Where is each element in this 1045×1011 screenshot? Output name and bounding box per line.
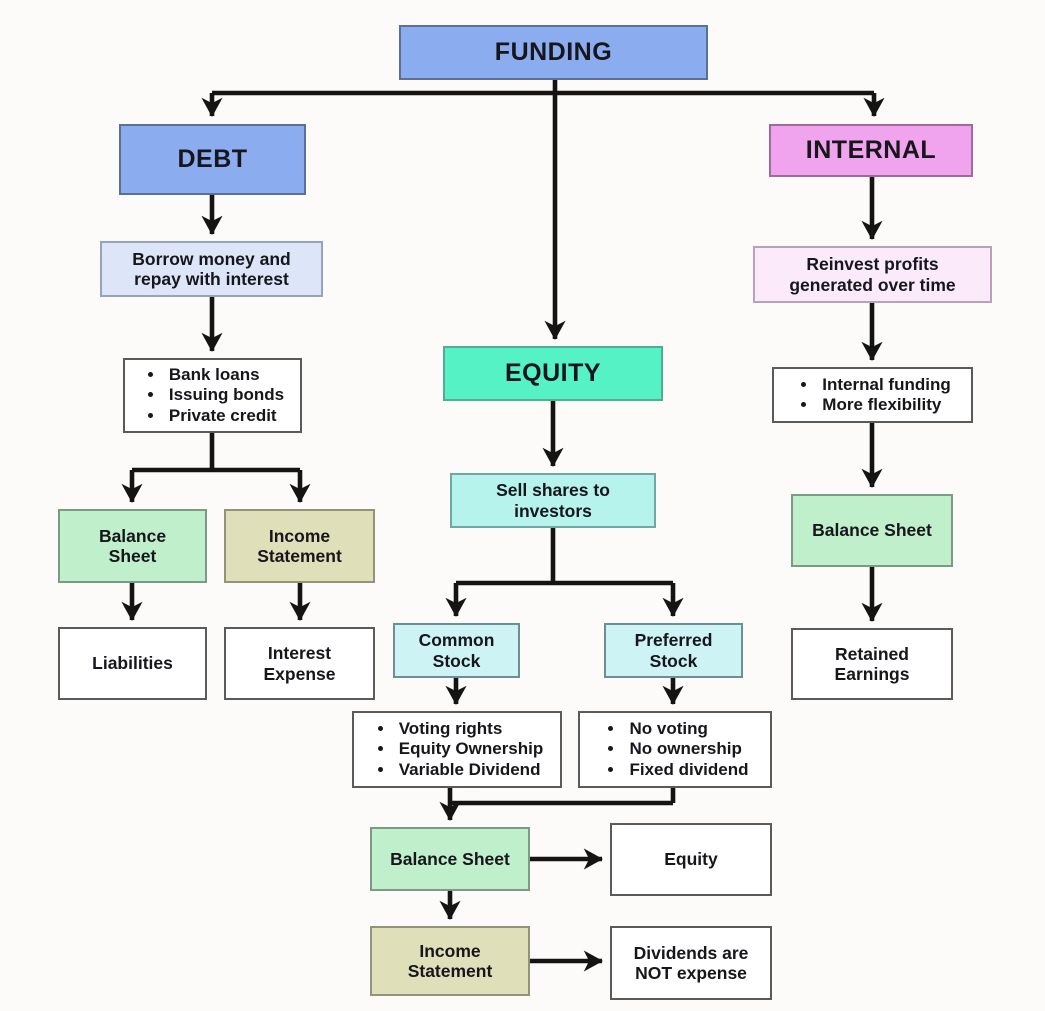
node-equity-result: Equity xyxy=(610,823,772,896)
common-feature-item: Equity Ownership xyxy=(395,739,544,759)
node-internal-features: Internal funding More flexibility xyxy=(772,367,973,423)
debt-feature-item: Private credit xyxy=(165,406,284,426)
internal-feature-item: More flexibility xyxy=(818,395,950,415)
node-debt-features: Bank loans Issuing bonds Private credit xyxy=(123,358,302,433)
node-dividends-note: Dividends are NOT expense xyxy=(610,926,772,1000)
internal-feature-item: Internal funding xyxy=(818,375,950,395)
node-equity-description: Sell shares to investors xyxy=(450,473,656,528)
node-interest-expense: Interest Expense xyxy=(224,627,375,700)
node-balance-sheet-equity: Balance Sheet xyxy=(370,827,530,891)
node-internal-description: Reinvest profits generated over time xyxy=(753,246,992,303)
common-feature-item: Variable Dividend xyxy=(395,760,544,780)
node-income-statement-equity: Income Statement xyxy=(370,926,530,996)
debt-feature-item: Issuing bonds xyxy=(165,385,284,405)
preferred-feature-item: No ownership xyxy=(625,739,748,759)
node-common-stock-features: Voting rights Equity Ownership Variable … xyxy=(352,711,562,788)
node-funding: FUNDING xyxy=(399,25,708,80)
node-preferred-stock-features: No voting No ownership Fixed dividend xyxy=(578,711,772,788)
node-balance-sheet-internal: Balance Sheet xyxy=(791,494,953,567)
debt-feature-item: Bank loans xyxy=(165,365,284,385)
node-balance-sheet-debt: Balance Sheet xyxy=(58,509,207,583)
node-liabilities: Liabilities xyxy=(58,627,207,700)
node-debt-description: Borrow money and repay with interest xyxy=(100,241,323,297)
node-retained-earnings: Retained Earnings xyxy=(791,628,953,700)
node-internal: INTERNAL xyxy=(769,124,973,177)
node-common-stock: Common Stock xyxy=(393,623,520,678)
preferred-feature-item: No voting xyxy=(625,719,748,739)
node-preferred-stock: Preferred Stock xyxy=(604,623,743,678)
common-feature-item: Voting rights xyxy=(395,719,544,739)
node-debt: DEBT xyxy=(119,124,306,195)
preferred-feature-item: Fixed dividend xyxy=(625,760,748,780)
node-income-statement-debt: Income Statement xyxy=(224,509,375,583)
node-equity: EQUITY xyxy=(443,346,663,401)
